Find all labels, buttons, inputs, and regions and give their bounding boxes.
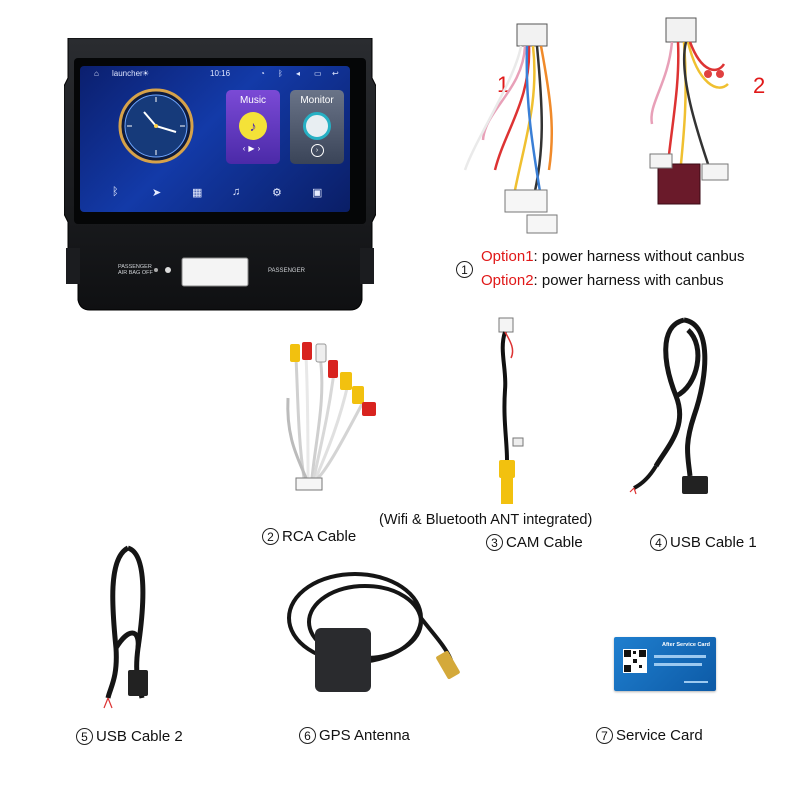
option1-line: Option1: power harness without canbus — [481, 248, 745, 265]
item-number: 6 — [299, 727, 316, 744]
apps-grid-icon[interactable]: ▦ — [192, 187, 203, 199]
navigation-icon[interactable]: ➤ — [152, 187, 162, 199]
option1-text: : power harness without canbus — [533, 248, 745, 265]
item-number: 2 — [262, 528, 279, 545]
harness-number: 1 — [456, 261, 473, 278]
power-harness-1-image — [463, 23, 558, 234]
wifi-icon: ◔ — [260, 69, 265, 78]
analog-clock — [118, 88, 194, 164]
head-unit-screen[interactable]: ⌂ launcher ☀ 10:16 ◔ ᛒ ◂ ▭ ↩ Music ♪ ‹▶›… — [80, 66, 350, 212]
harness-2-label: 2 — [753, 73, 766, 98]
item-number: 5 — [76, 728, 93, 745]
item-label: USB Cable 1 — [670, 534, 757, 551]
play-icon[interactable]: ▶ — [248, 144, 258, 153]
volume-icon[interactable]: ◂ — [296, 69, 301, 78]
bluetooth-icon: ᛒ — [278, 69, 283, 78]
music-note-icon: ♪ — [239, 112, 267, 140]
home-icon[interactable]: ⌂ — [94, 69, 99, 78]
option2-name: Option2 — [481, 272, 534, 289]
card-line — [654, 663, 702, 666]
status-bar: ⌂ launcher ☀ 10:16 ◔ ᛒ ◂ ▭ ↩ — [80, 66, 350, 82]
app-dock: ᛒ ➤ ▦ ♫ ⚙ ▣ — [100, 186, 340, 204]
item-number: 3 — [486, 534, 503, 551]
option2-line: Option2: power harness with canbus — [481, 272, 724, 289]
item-label: CAM Cable — [506, 534, 583, 551]
monitor-next-icon[interactable]: › — [310, 144, 324, 157]
gps-antenna-image — [287, 572, 460, 692]
window-icon[interactable]: ▭ — [314, 69, 322, 78]
usb-cable-1-image — [629, 317, 708, 495]
item-label: RCA Cable — [282, 528, 357, 545]
music-icon[interactable]: ♫ — [232, 186, 241, 198]
status-time: 10:16 — [210, 69, 231, 78]
settings-icon[interactable]: ⚙ — [272, 187, 282, 199]
tile-monitor[interactable]: Monitor › — [290, 90, 344, 164]
airbag-label-left: PASSENGER AIR BAG OFF — [118, 264, 153, 276]
camera-icon — [303, 112, 331, 140]
tile-music[interactable]: Music ♪ ‹▶› — [226, 90, 280, 164]
option2-text: : power harness with canbus — [533, 272, 724, 289]
card-line — [684, 681, 708, 683]
usb-cable-2-image — [103, 545, 148, 709]
back-icon[interactable]: ↩ — [332, 69, 339, 78]
harness-1-label: 1 — [497, 72, 510, 97]
service-card-title: After Service Card — [662, 642, 710, 648]
wifi-bluetooth-note: (Wifi & Bluetooth ANT integrated) — [379, 512, 593, 528]
radio-icon[interactable]: ▣ — [312, 187, 323, 199]
item-number: 7 — [596, 727, 613, 744]
option1-name: Option1 — [481, 248, 534, 265]
brightness-icon[interactable]: ☀ — [142, 69, 150, 78]
music-controls: ‹▶› — [226, 144, 280, 153]
power-harness-2-image — [649, 17, 729, 205]
tile-monitor-label: Monitor — [300, 95, 334, 106]
item-label: Service Card — [616, 727, 703, 744]
card-line — [654, 655, 706, 658]
item-label: USB Cable 2 — [96, 728, 183, 745]
prev-icon[interactable]: ‹ — [242, 144, 249, 153]
bluetooth-icon[interactable]: ᛒ — [112, 186, 119, 198]
item-number: 4 — [650, 534, 667, 551]
cam-cable-image — [498, 317, 524, 504]
rca-cable-image — [286, 342, 376, 491]
status-app-name: launcher — [112, 69, 143, 78]
item-label: GPS Antenna — [319, 727, 410, 744]
airbag-label-right: PASSENGER — [268, 268, 305, 274]
next-icon[interactable]: › — [257, 144, 264, 153]
qr-code-icon — [623, 649, 647, 673]
tile-music-label: Music — [239, 95, 267, 106]
service-card-image: After Service Card — [614, 637, 716, 691]
